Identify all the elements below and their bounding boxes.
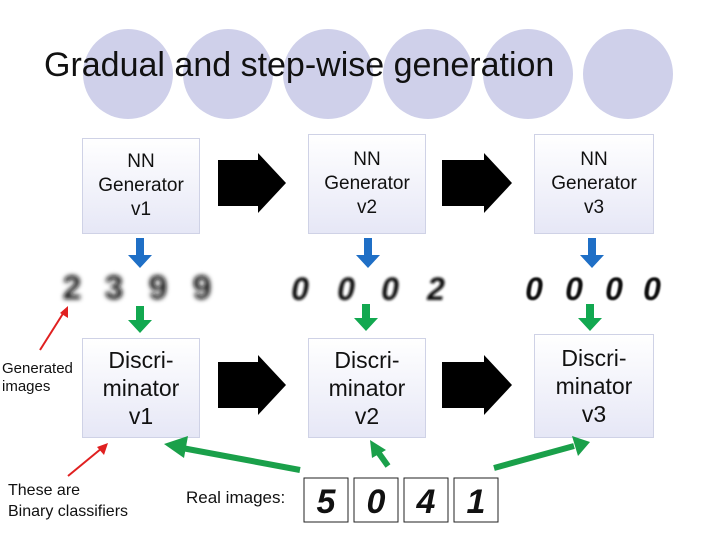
- slide-title: Gradual and step-wise generation: [44, 46, 555, 84]
- generated-image-v2: 0: [337, 271, 355, 307]
- real-arrow-to-v3: [493, 443, 575, 471]
- real-arrow-to-v2: [375, 450, 391, 468]
- real-arrow-to-v2-head: [370, 440, 386, 458]
- generated-image-v1: 9: [149, 269, 168, 307]
- green-arrow-v1: [128, 306, 152, 333]
- real-image-frame: [303, 477, 349, 523]
- real-image-digit: 5: [317, 483, 337, 521]
- deco-circle: [83, 29, 173, 119]
- real-image-frame: [403, 477, 449, 523]
- red-arrow-generated: [39, 311, 65, 351]
- big-arrow-disc-2-3: [442, 355, 512, 415]
- generated-image-v1: 9: [193, 269, 212, 307]
- blue-arrow-v2: [356, 238, 380, 268]
- green-arrow-v2: [354, 304, 378, 331]
- generated-image-v1: 3: [105, 269, 124, 307]
- generated-images-label: Generated images: [2, 360, 73, 395]
- real-arrow-to-v3-head: [572, 436, 590, 456]
- discriminator-v3-box: Discri- minator v3: [534, 334, 654, 438]
- generator-v3-box: NN Generator v3: [534, 134, 654, 234]
- real-image-digit: 1: [467, 483, 486, 521]
- real-image-frame: [353, 477, 399, 523]
- discriminator-v2-box: Discri- minator v2: [308, 338, 426, 438]
- red-arrow-binary-head: [97, 443, 108, 455]
- generated-image-v2: 0: [381, 271, 399, 307]
- real-arrow-to-v1-head: [164, 436, 188, 458]
- real-image-digit: 4: [416, 483, 436, 521]
- real-image-digit: 0: [367, 483, 386, 521]
- deco-circle: [383, 29, 473, 119]
- real-images-label: Real images:: [186, 488, 286, 507]
- real-arrow-to-v1: [181, 445, 301, 473]
- generated-image-v2: 2: [426, 271, 445, 307]
- green-arrow-v3: [578, 304, 602, 331]
- generated-image-v3: 0: [525, 271, 543, 307]
- big-arrow-gen-2-3: [442, 153, 512, 213]
- deco-circle: [483, 29, 573, 119]
- binary-classifiers-label: These are Binary classifiers: [8, 482, 129, 520]
- generator-v2-label: NN Generator v2: [324, 149, 410, 218]
- red-arrow-generated-head: [60, 306, 68, 318]
- real-image-frame: [453, 477, 499, 523]
- blue-arrow-v1: [128, 238, 152, 268]
- discriminator-v2-label: Discri- minator v2: [328, 347, 406, 429]
- generator-v1-label: NN Generator v1: [98, 151, 184, 220]
- deco-circle: [283, 29, 373, 119]
- generator-v1-box: NN Generator v1: [82, 138, 200, 234]
- generated-image-v3: 0: [605, 271, 623, 307]
- discriminator-v1-label: Discri- minator v1: [102, 347, 180, 429]
- generated-image-v3: 0: [643, 271, 661, 307]
- blue-arrow-v3: [580, 238, 604, 268]
- red-arrow-binary: [67, 447, 103, 477]
- generated-image-v3: 0: [565, 271, 583, 307]
- generated-image-v1: 2: [63, 269, 82, 307]
- deco-circle: [183, 29, 273, 119]
- big-arrow-disc-1-2: [218, 355, 286, 415]
- generator-v2-box: NN Generator v2: [308, 134, 426, 234]
- big-arrow-gen-1-2: [218, 153, 286, 213]
- discriminator-v3-label: Discri- minator v3: [555, 345, 633, 427]
- generated-image-v2: 0: [291, 271, 309, 307]
- generator-v3-label: NN Generator v3: [551, 149, 637, 218]
- discriminator-v1-box: Discri- minator v1: [82, 338, 200, 438]
- deco-circle: [583, 29, 673, 119]
